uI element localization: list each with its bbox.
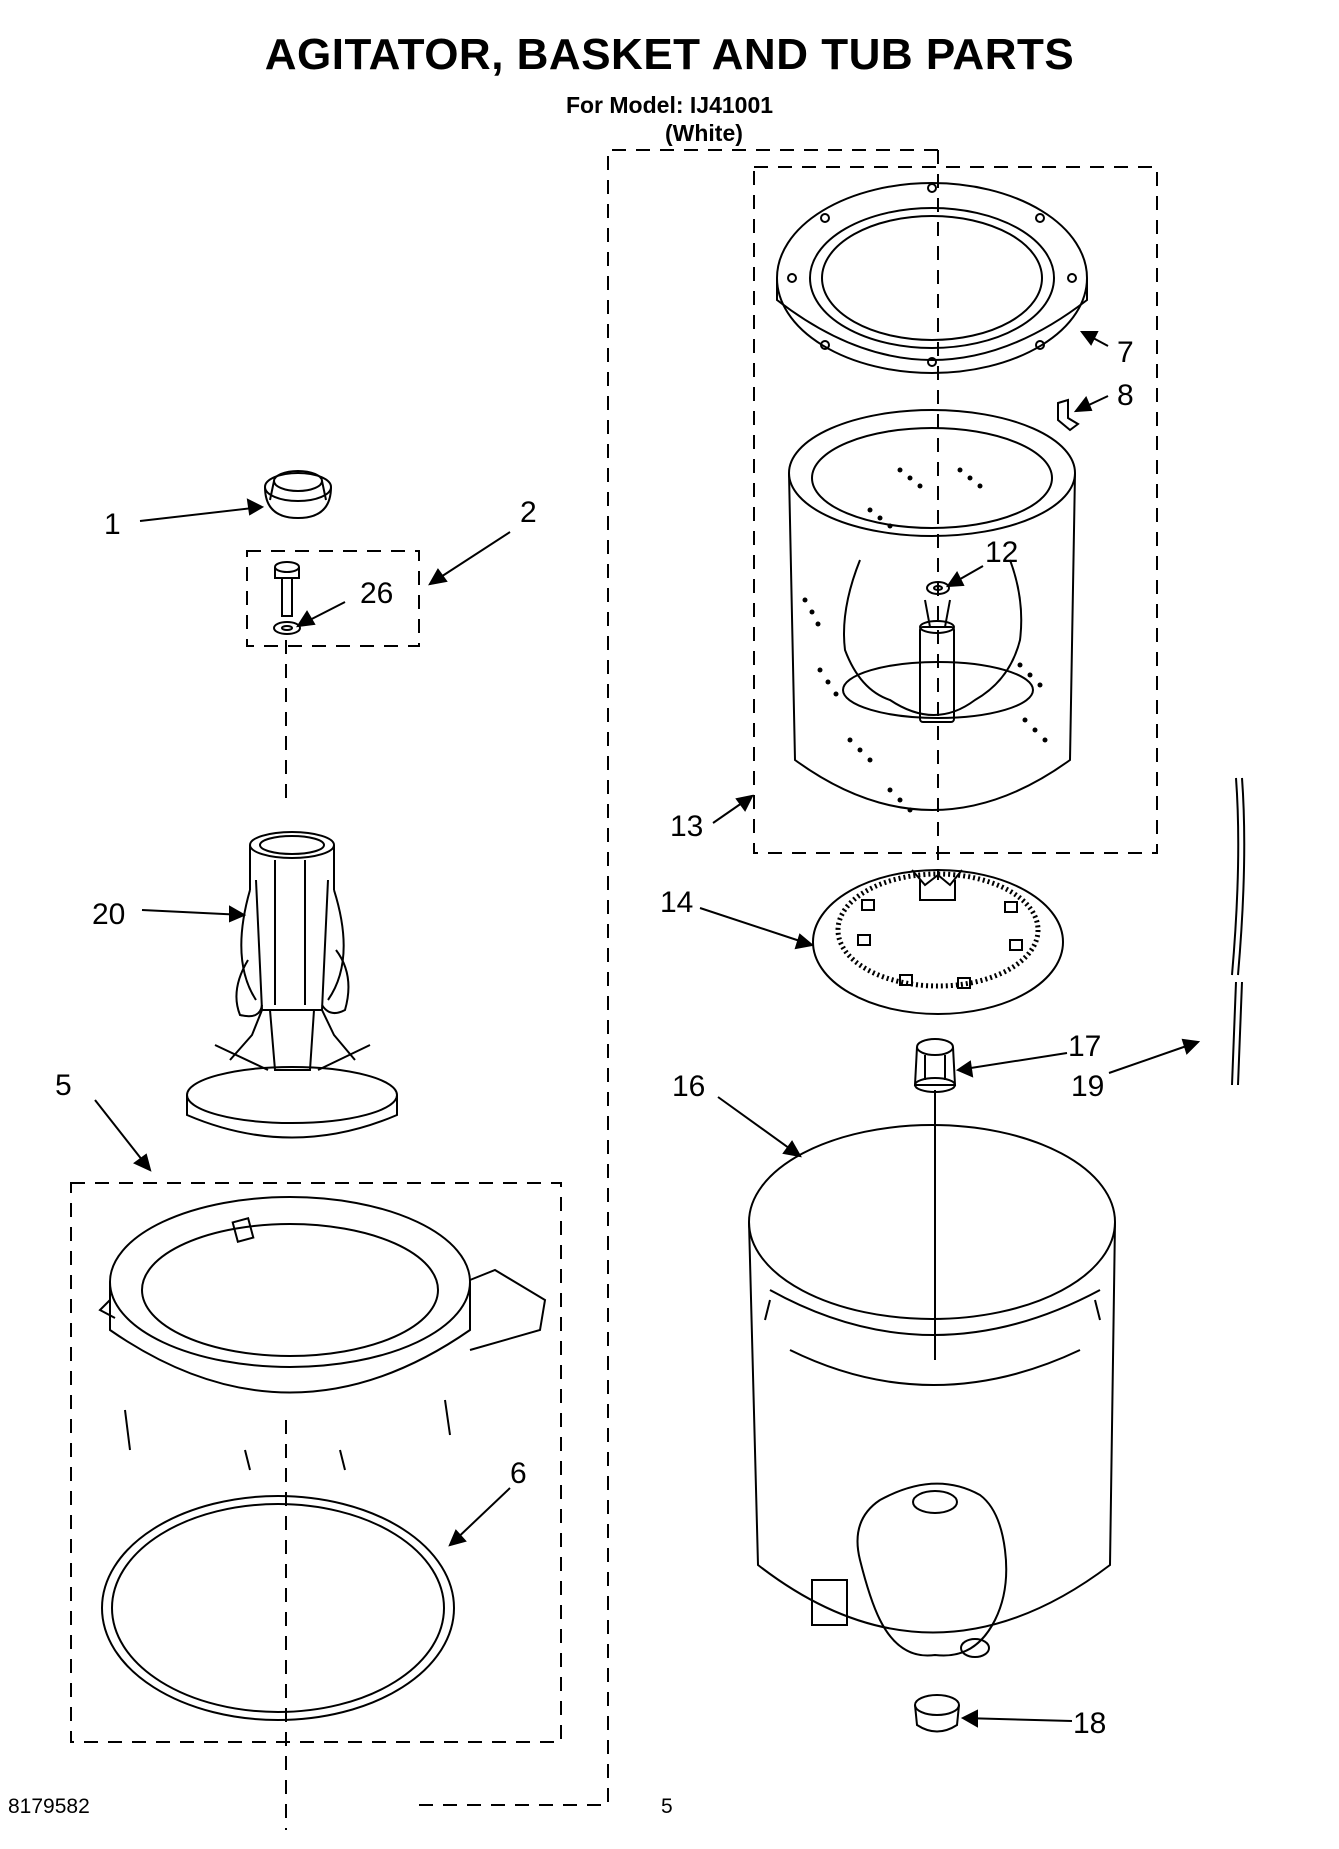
page-title: AGITATOR, BASKET AND TUB PARTS bbox=[264, 30, 1075, 79]
part-label-14: 14 bbox=[660, 886, 693, 919]
model-subtitle: For Model: IJ41001 bbox=[565, 92, 774, 118]
part-label-5: 5 bbox=[55, 1069, 72, 1102]
assembly-leader-lines bbox=[285, 149, 939, 1830]
part-label-12: 12 bbox=[985, 536, 1018, 569]
drive-hub-drawing bbox=[812, 869, 1064, 1015]
drain-plug-drawing bbox=[914, 1694, 960, 1733]
drive-block-drawing bbox=[913, 1038, 957, 1093]
balance-ring-drawing bbox=[776, 182, 1088, 374]
part-label-2: 2 bbox=[520, 496, 537, 529]
group-box-13 bbox=[753, 166, 1158, 854]
part-label-18: 18 bbox=[1073, 1707, 1106, 1740]
part-label-1: 1 bbox=[104, 508, 121, 541]
page-number: 5 bbox=[661, 1795, 673, 1818]
part-label-26: 26 bbox=[360, 577, 393, 610]
basket-perforations bbox=[802, 467, 1048, 813]
clip-drawing bbox=[1057, 398, 1080, 432]
part-label-17: 17 bbox=[1068, 1030, 1101, 1063]
part-label-8: 8 bbox=[1117, 379, 1134, 412]
outer-tub-drawing bbox=[748, 1124, 1116, 1658]
part-label-6: 6 bbox=[510, 1457, 527, 1490]
agitator-drawing bbox=[186, 831, 398, 1139]
tub-ring-drawing bbox=[98, 1196, 547, 1471]
bolt-washer-drawing bbox=[273, 561, 301, 635]
part-label-13: 13 bbox=[670, 810, 703, 843]
hose-drawing bbox=[1231, 777, 1246, 1086]
part-label-19: 19 bbox=[1071, 1070, 1104, 1103]
group-box-2 bbox=[246, 550, 420, 647]
model-variant: (White) bbox=[665, 120, 743, 146]
part-number-labels: 1 2 26 20 5 6 7 8 12 13 14 16 17 19 18 bbox=[55, 336, 1134, 1740]
part-label-7: 7 bbox=[1117, 336, 1134, 369]
tub-seal-drawing bbox=[101, 1495, 455, 1721]
part-label-16: 16 bbox=[672, 1070, 705, 1103]
basket-nut-drawing bbox=[926, 581, 950, 595]
agitator-cap-drawing bbox=[264, 470, 332, 520]
group-box-5 bbox=[70, 1182, 562, 1743]
part-label-20: 20 bbox=[92, 898, 125, 931]
document-number: 8179582 bbox=[8, 1795, 90, 1818]
basket-drawing bbox=[788, 409, 1076, 813]
callout-arrows bbox=[94, 331, 1201, 1728]
